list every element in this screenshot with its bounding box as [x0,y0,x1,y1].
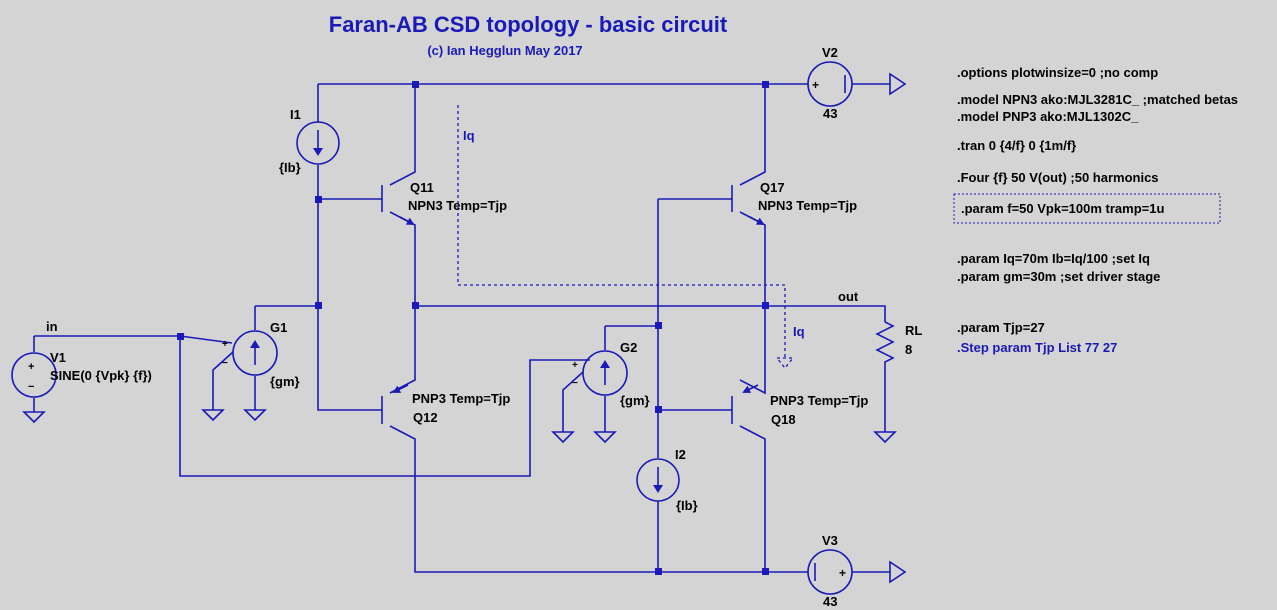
rl-value: 8 [905,342,912,357]
vccs-g2: G2 {gm} + − [572,340,650,408]
g1-label: G1 [270,320,287,335]
resistor-rl: RL 8 [875,321,922,368]
v1-minus: − [28,381,34,393]
directive-param-f: .param f=50 Vpk=100m tramp=1u [961,201,1164,216]
iq-probe-trace [457,105,786,358]
directive-param-gm: .param gm=30m ;set driver stage [957,269,1160,284]
v1-label: V1 [50,350,66,365]
voltage-source-v1: + − V1 SINE(0 {Vpk} {f}) [11,350,152,398]
q17-label: Q17 [760,180,785,195]
directive-model-pnp: .model PNP3 ako:MJL1302C_ [957,109,1139,124]
v3-label: V3 [822,533,838,548]
npn-transistor-q11: Q11 NPN3 Temp=Tjp [381,180,507,225]
directive-step: .Step param Tjp List 77 27 [957,340,1117,355]
q12-label: Q12 [413,410,438,425]
q18-model: PNP3 Temp=Tjp [770,393,868,408]
ground-icon [22,411,46,424]
i1-label: I1 [290,107,301,122]
junction-dots [177,81,769,575]
pnp-transistor-q18: PNP3 Temp=Tjp Q18 [731,384,868,427]
directive-param-iq: .param Iq=70m Ib=Iq/100 ;set Iq [957,251,1150,266]
ground-icon [873,431,897,444]
directive-options: .options plotwinsize=0 ;no comp [957,65,1158,80]
param-box [953,193,1221,224]
current-source-i1: I1 {Ib} [279,107,340,175]
schematic-title: Faran-AB CSD topology - basic circuit [329,12,728,37]
q12-model: PNP3 Temp=Tjp [412,391,510,406]
v2-label: V2 [822,45,838,60]
v3-rail-flag-icon [889,560,907,584]
net-label-in: in [46,319,58,334]
i1-value: {Ib} [279,160,301,175]
voltage-source-v3: + V3 43 [807,533,853,609]
q18-label: Q18 [771,412,796,427]
net-label-out: out [838,289,859,304]
v2-plus: + [812,78,819,92]
iq-label-top: Iq [463,128,475,143]
v2-rail-flag-icon [889,72,907,96]
rl-label: RL [905,323,922,338]
g2-value: {gm} [620,393,650,408]
v3-value: 43 [823,594,837,609]
g1-plus: + [222,339,228,350]
g2-plus: + [572,360,578,371]
ground-icon [201,409,225,422]
q11-model: NPN3 Temp=Tjp [408,198,507,213]
wires [33,83,890,573]
pnp-transistor-q12: PNP3 Temp=Tjp Q12 [381,384,510,425]
g2-minus: − [572,378,578,389]
schematic-subtitle: (c) Ian Hegglun May 2017 [427,43,582,58]
iq-label-probe: Iq [793,324,805,339]
directive-tran: .tran 0 {4/f} 0 {1m/f} [957,138,1076,153]
ground-symbols [22,409,897,444]
spice-directives: .options plotwinsize=0 ;no comp .model N… [953,65,1238,355]
directive-model-npn: .model NPN3 ako:MJL3281C_ ;matched betas [957,92,1238,107]
ground-icon [551,431,575,444]
npn-transistor-q17: Q17 NPN3 Temp=Tjp [731,180,857,225]
v2-value: 43 [823,106,837,121]
directive-param-tjp: .param Tjp=27 [957,320,1045,335]
g1-minus: − [222,358,228,369]
voltage-source-v2: + V2 43 [807,45,853,121]
directive-four: .Four {f} 50 V(out) ;50 harmonics [957,170,1159,185]
g1-value: {gm} [270,374,300,389]
i2-label: I2 [675,447,686,462]
current-source-i2: I2 {Ib} [636,447,698,513]
q11-label: Q11 [410,180,434,195]
v3-plus: + [839,566,846,580]
i2-value: {Ib} [676,498,698,513]
v1-value: SINE(0 {Vpk} {f}) [50,368,152,383]
ground-icon [593,431,617,444]
iq-probe-arrow [775,357,795,370]
vccs-g1: G1 {gm} + − [222,320,300,389]
ground-icon [243,409,267,422]
v1-plus: + [28,361,34,373]
q17-model: NPN3 Temp=Tjp [758,198,857,213]
g2-label: G2 [620,340,637,355]
